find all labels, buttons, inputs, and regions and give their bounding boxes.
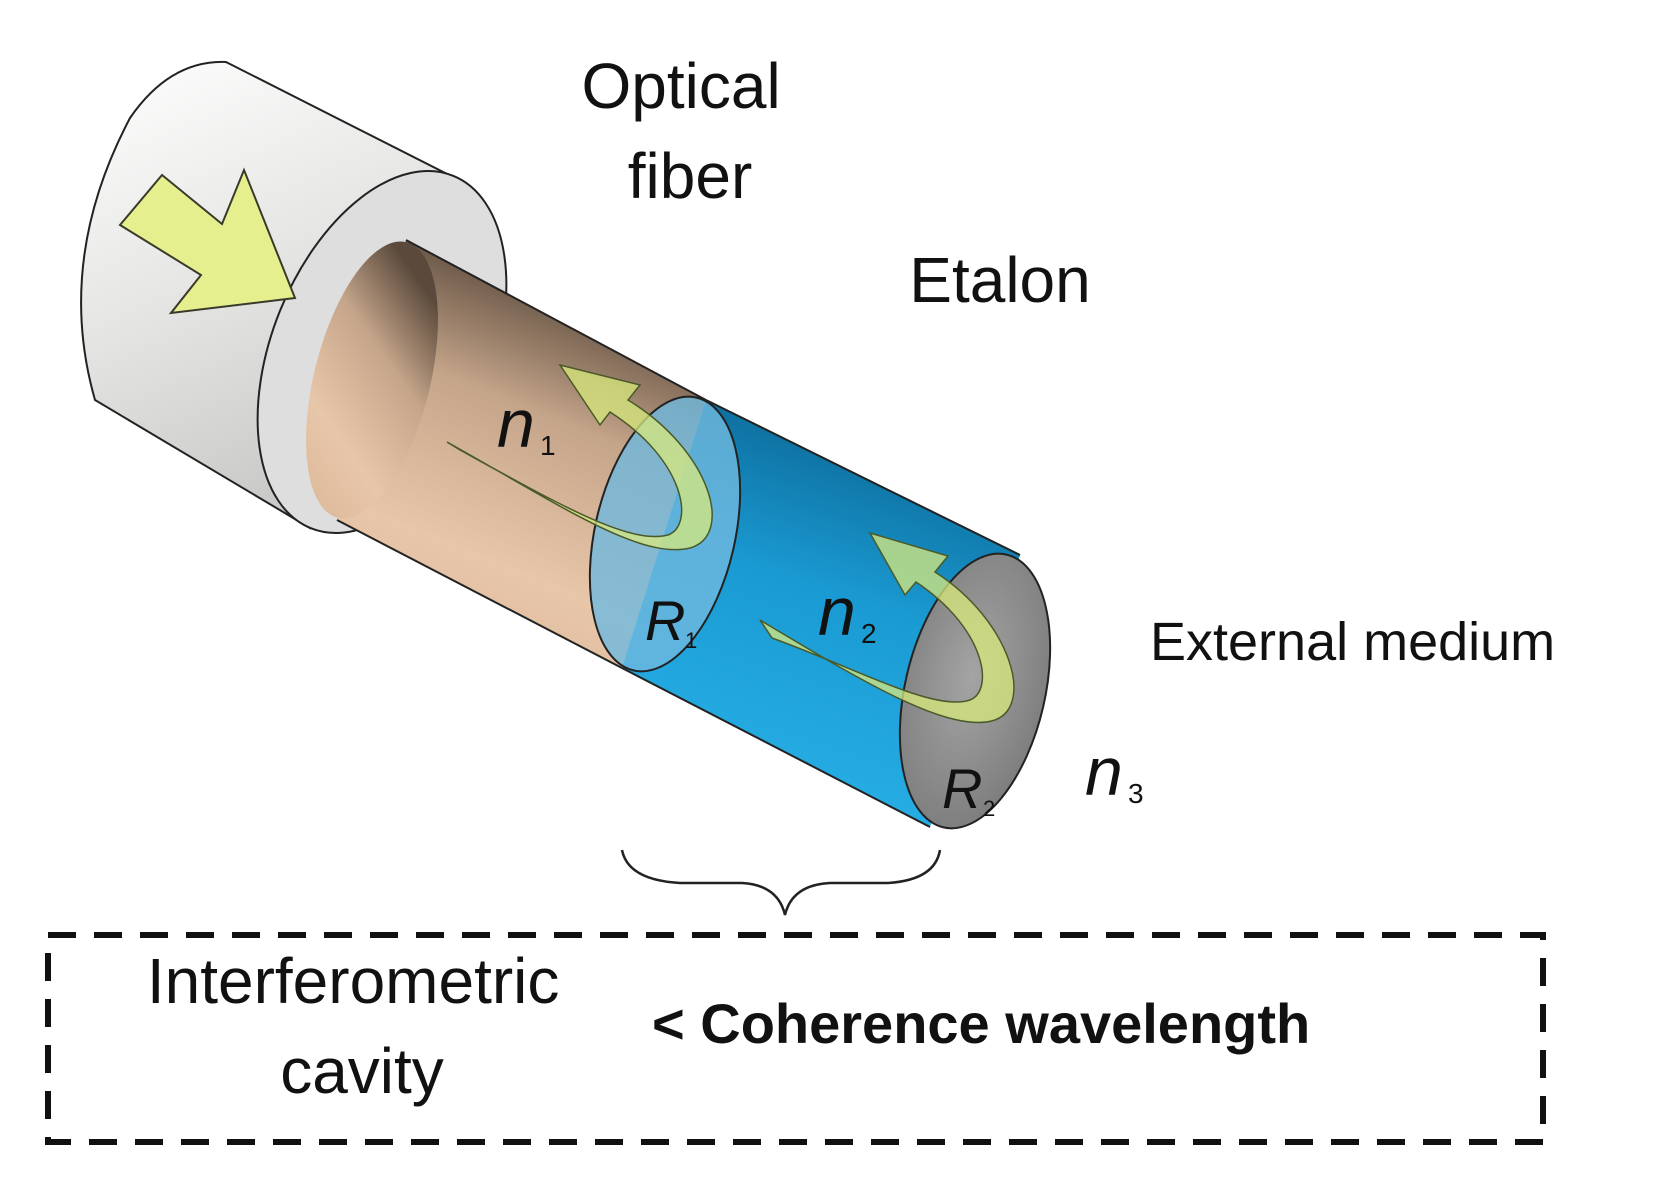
r2-end-face: [898, 552, 1052, 830]
optical-fiber-label-line1: Optical: [582, 50, 781, 122]
n3-sub: 3: [1128, 778, 1144, 809]
coherence-wavelength-label: < Coherence wavelength: [652, 992, 1310, 1055]
n1-sub: 1: [540, 430, 556, 461]
interferometric-cavity-label: Interferometric cavity: [147, 945, 577, 1107]
interferometric-label-line2: cavity: [280, 1035, 444, 1107]
r2-base: R: [942, 757, 982, 820]
n2-symbol: n 2: [818, 574, 877, 650]
external-medium-label: External medium: [1150, 612, 1555, 672]
n3-symbol: n 3: [1085, 734, 1144, 810]
r1-base: R: [645, 589, 685, 652]
optical-fiber-label-line2: fiber: [628, 140, 753, 212]
r1-interface: [588, 395, 742, 673]
n2-base: n: [818, 574, 856, 650]
reflection-arrow-r2: [759, 531, 1015, 724]
n1-base: n: [497, 386, 535, 462]
n3-base: n: [1085, 734, 1123, 810]
input-light-arrow: [118, 167, 297, 315]
reflection-arrow-r1: [446, 363, 713, 551]
n1-symbol: n 1: [497, 386, 556, 462]
r1-symbol: R 1: [645, 589, 697, 653]
etalon-label: Etalon: [909, 244, 1090, 316]
r1-sub: 1: [685, 628, 697, 653]
n2-sub: 2: [861, 618, 877, 649]
cavity-dashed-box: [45, 932, 1546, 1145]
cavity-brace: [620, 849, 942, 916]
interferometric-label-line1: Interferometric: [147, 945, 560, 1017]
r2-symbol: R 2: [942, 757, 995, 821]
r2-sub: 2: [983, 796, 995, 821]
optical-fiber-label: Optical fiber: [582, 50, 799, 212]
